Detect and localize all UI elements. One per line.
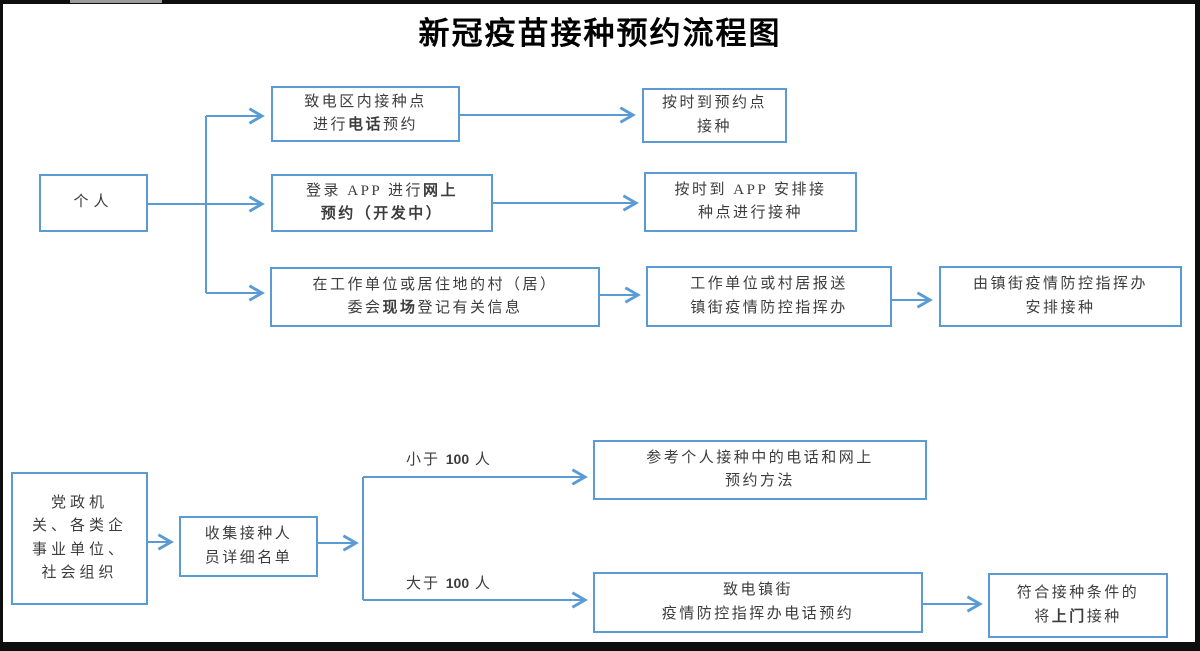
node-line: 符合接种条件的 (1016, 585, 1140, 602)
node-call-command: 致电镇街 疫情防控指挥办电话预约 (593, 572, 923, 633)
node-personal: 个人 (39, 174, 148, 232)
node-arrive-app: 按时到 APP 安排接 种点进行接种 (644, 172, 857, 232)
node-line: 安排接种 (1025, 299, 1096, 316)
node-line: 疫情防控指挥办电话预约 (661, 605, 855, 622)
node-report-command: 工作单位或村居报送 镇街疫情防控指挥办 (646, 266, 892, 327)
node-line: 事业单位、 (31, 541, 127, 558)
frame-bottom (0, 642, 1200, 651)
node-collect-list: 收集接种人 员详细名单 (179, 516, 318, 577)
node-command-arrange: 由镇街疫情防控指挥办 安排接种 (939, 266, 1182, 327)
node-line: 种点进行接种 (697, 205, 803, 221)
node-phone-booking: 致电区内接种点 进行电话预约 (271, 86, 460, 142)
node-line: 镇街疫情防控指挥办 (690, 299, 848, 316)
frame-top (0, 0, 1200, 4)
frame-top-gray-segment (70, 0, 162, 3)
frame-right (1195, 0, 1200, 651)
node-line: 按时到预约点 (661, 95, 767, 112)
node-line: 员详细名单 (204, 549, 293, 566)
node-line: 由镇街疫情防控指挥办 (972, 276, 1148, 293)
node-line: 登录 APP 进行网上 (306, 182, 458, 199)
node-line: 委会现场登记有关信息 (347, 300, 523, 316)
node-app-booking: 登录 APP 进行网上 预约（开发中） (271, 174, 493, 232)
node-line: 工作单位或村居报送 (690, 276, 848, 293)
node-line: 致电区内接种点 (304, 93, 427, 110)
node-line: 收集接种人 (204, 526, 293, 543)
branch-label-lt100: 小于 100 人 (406, 451, 492, 468)
node-line: 预约（开发中） (320, 206, 444, 222)
node-arrive-point: 按时到预约点 接种 (642, 88, 787, 143)
node-line: 关、各类企 (31, 518, 127, 535)
node-line: 党政机 (50, 495, 108, 511)
node-refer-personal: 参考个人接种中的电话和网上 预约方法 (593, 440, 927, 500)
frame-left (0, 0, 3, 651)
node-org: 党政机 关、各类企 事业单位、 社会组织 (11, 472, 148, 605)
node-line: 在工作单位或居住地的村（居） (312, 276, 558, 293)
node-line: 参考个人接种中的电话和网上 (646, 449, 874, 466)
page-title: 新冠疫苗接种预约流程图 (418, 16, 782, 51)
branch-label-gt100: 大于 100 人 (406, 575, 492, 592)
node-line: 社会组织 (41, 564, 118, 581)
node-line: 个人 (73, 194, 114, 211)
node-line: 将上门接种 (1034, 608, 1122, 625)
node-line: 接种 (696, 118, 732, 135)
node-line: 预约方法 (724, 473, 795, 489)
node-line: 按时到 APP 安排接 (674, 181, 827, 198)
node-line: 致电镇街 (722, 582, 793, 599)
node-door-service: 符合接种条件的 将上门接种 (988, 573, 1168, 638)
node-line: 进行电话预约 (312, 117, 419, 133)
node-onsite-register: 在工作单位或居住地的村（居） 委会现场登记有关信息 (270, 267, 600, 327)
